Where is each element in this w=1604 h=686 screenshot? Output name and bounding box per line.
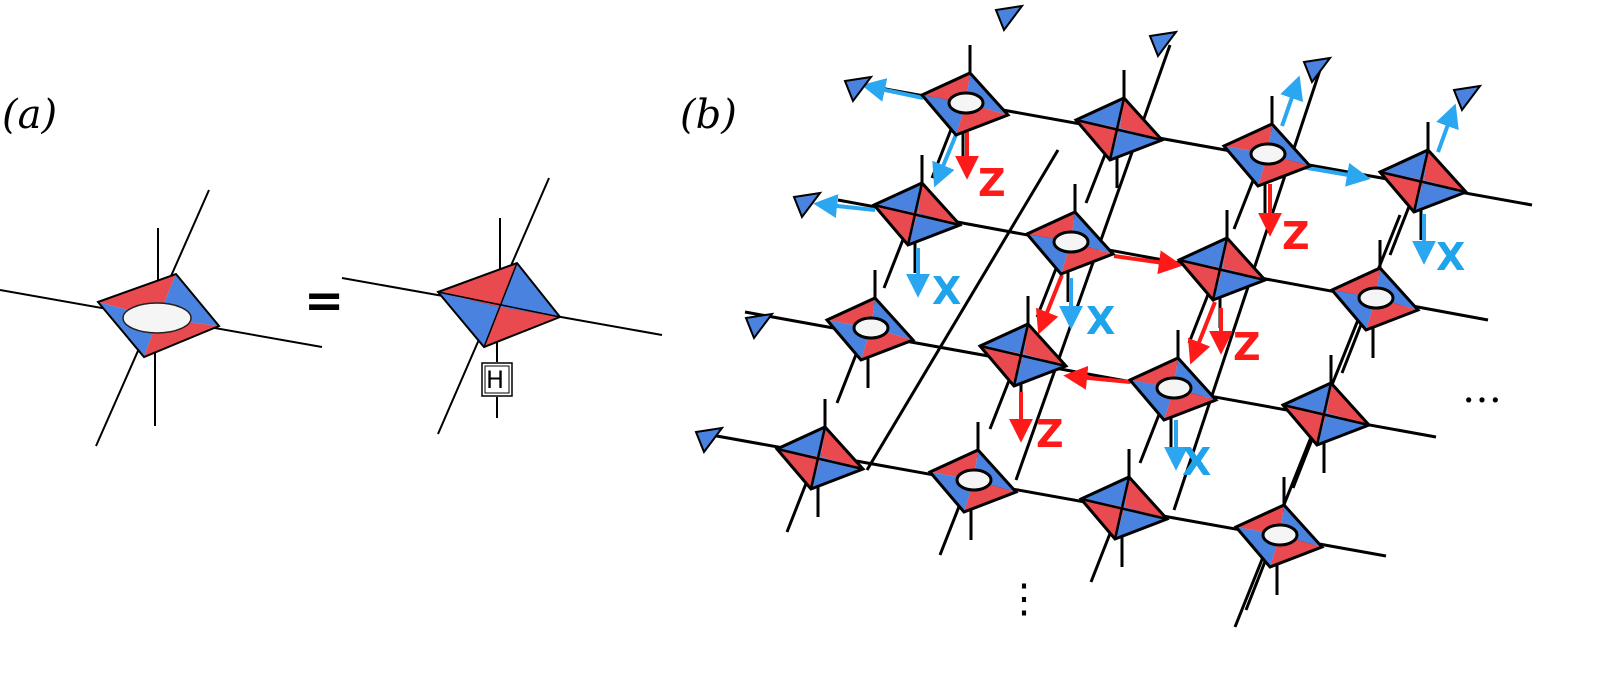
node-leg — [1084, 151, 1108, 204]
arrow-icon — [1187, 301, 1217, 365]
equals-sign: = — [304, 273, 344, 329]
hadamard-label: H — [486, 366, 504, 394]
x-label: X — [1086, 299, 1115, 343]
z-label: Z — [978, 161, 1006, 205]
tensor-node-icon — [1221, 122, 1313, 188]
triangle-tip-icon — [994, 4, 1025, 33]
tensor-node-icon — [1078, 475, 1170, 541]
tensor-node-icon — [824, 296, 916, 362]
arrow-icon — [813, 194, 876, 218]
x-label: X — [1436, 235, 1465, 279]
node-leg — [1244, 558, 1268, 611]
node-leg — [1388, 203, 1412, 256]
lattice-arrows — [813, 75, 1459, 471]
annotation-labels: Z Z Z Z X X X X — [932, 161, 1465, 484]
tensor-node-icon — [1073, 96, 1165, 162]
tensor-node-icon — [1233, 503, 1325, 569]
triangle-tip-icon — [1148, 30, 1179, 59]
tensor-node-icon — [1127, 356, 1219, 422]
panel-b: (b) Z Z Z Z X X X X … ⋮ — [680, 4, 1533, 628]
tensor-node-icon — [1280, 381, 1372, 447]
tensor-node-icon — [1176, 236, 1268, 302]
lattice-nodes — [694, 4, 1483, 569]
tensor-node-icon — [919, 71, 1011, 137]
tensor-node-icon — [977, 322, 1069, 388]
node-leg — [835, 351, 859, 404]
arrow-icon — [1301, 162, 1371, 187]
tensor-node-icon — [1329, 266, 1421, 332]
tensor-node-icon — [96, 272, 221, 359]
z-label: Z — [1233, 325, 1261, 369]
panel-b-label: (b) — [680, 92, 737, 138]
tensor-node-icon — [927, 448, 1019, 514]
arrow-icon — [932, 129, 960, 188]
node-leg — [1291, 436, 1315, 489]
lattice-edge — [865, 149, 1060, 471]
ellipsis-bottom: ⋮ — [1004, 576, 1044, 622]
hadamard-box-icon: H — [481, 362, 513, 397]
node-leg — [785, 480, 809, 533]
triangle-tip-icon — [1302, 56, 1333, 85]
x-label: X — [1182, 440, 1211, 484]
node-leg — [938, 503, 962, 556]
tensor-node-icon — [774, 425, 866, 491]
triangle-tip-icon — [744, 312, 775, 341]
tensor-node-icon — [436, 261, 562, 349]
arrow-icon — [1436, 103, 1459, 153]
arrow-icon — [1063, 365, 1131, 390]
tensor-node-icon — [1024, 210, 1116, 276]
triangle-tip-icon — [1452, 84, 1483, 113]
node-leg — [1187, 291, 1211, 344]
tensor-node-icon — [871, 181, 963, 247]
arrow-icon — [1035, 274, 1064, 335]
arrow-icon — [861, 78, 924, 102]
node-leg — [1340, 321, 1364, 374]
tensor-node-icon — [1377, 148, 1469, 214]
triangle-tip-icon — [792, 191, 823, 220]
node-leg — [1138, 411, 1162, 464]
x-label: X — [932, 269, 961, 313]
arrow-icon — [1113, 250, 1183, 275]
lattice-edge — [1172, 69, 1322, 511]
triangle-tip-icon — [843, 75, 874, 104]
triangle-tip-icon — [694, 426, 725, 455]
node-leg — [882, 236, 906, 289]
node-leg — [988, 377, 1012, 430]
panel-a-label: (a) — [2, 92, 57, 138]
ellipsis-right: … — [1462, 366, 1502, 412]
node-leg — [1089, 530, 1113, 583]
arrow-icon — [1280, 75, 1304, 127]
panel-a: (a) = — [0, 92, 663, 447]
z-label: Z — [1282, 214, 1310, 258]
node-leg — [1232, 177, 1256, 230]
z-label: Z — [1036, 412, 1064, 456]
